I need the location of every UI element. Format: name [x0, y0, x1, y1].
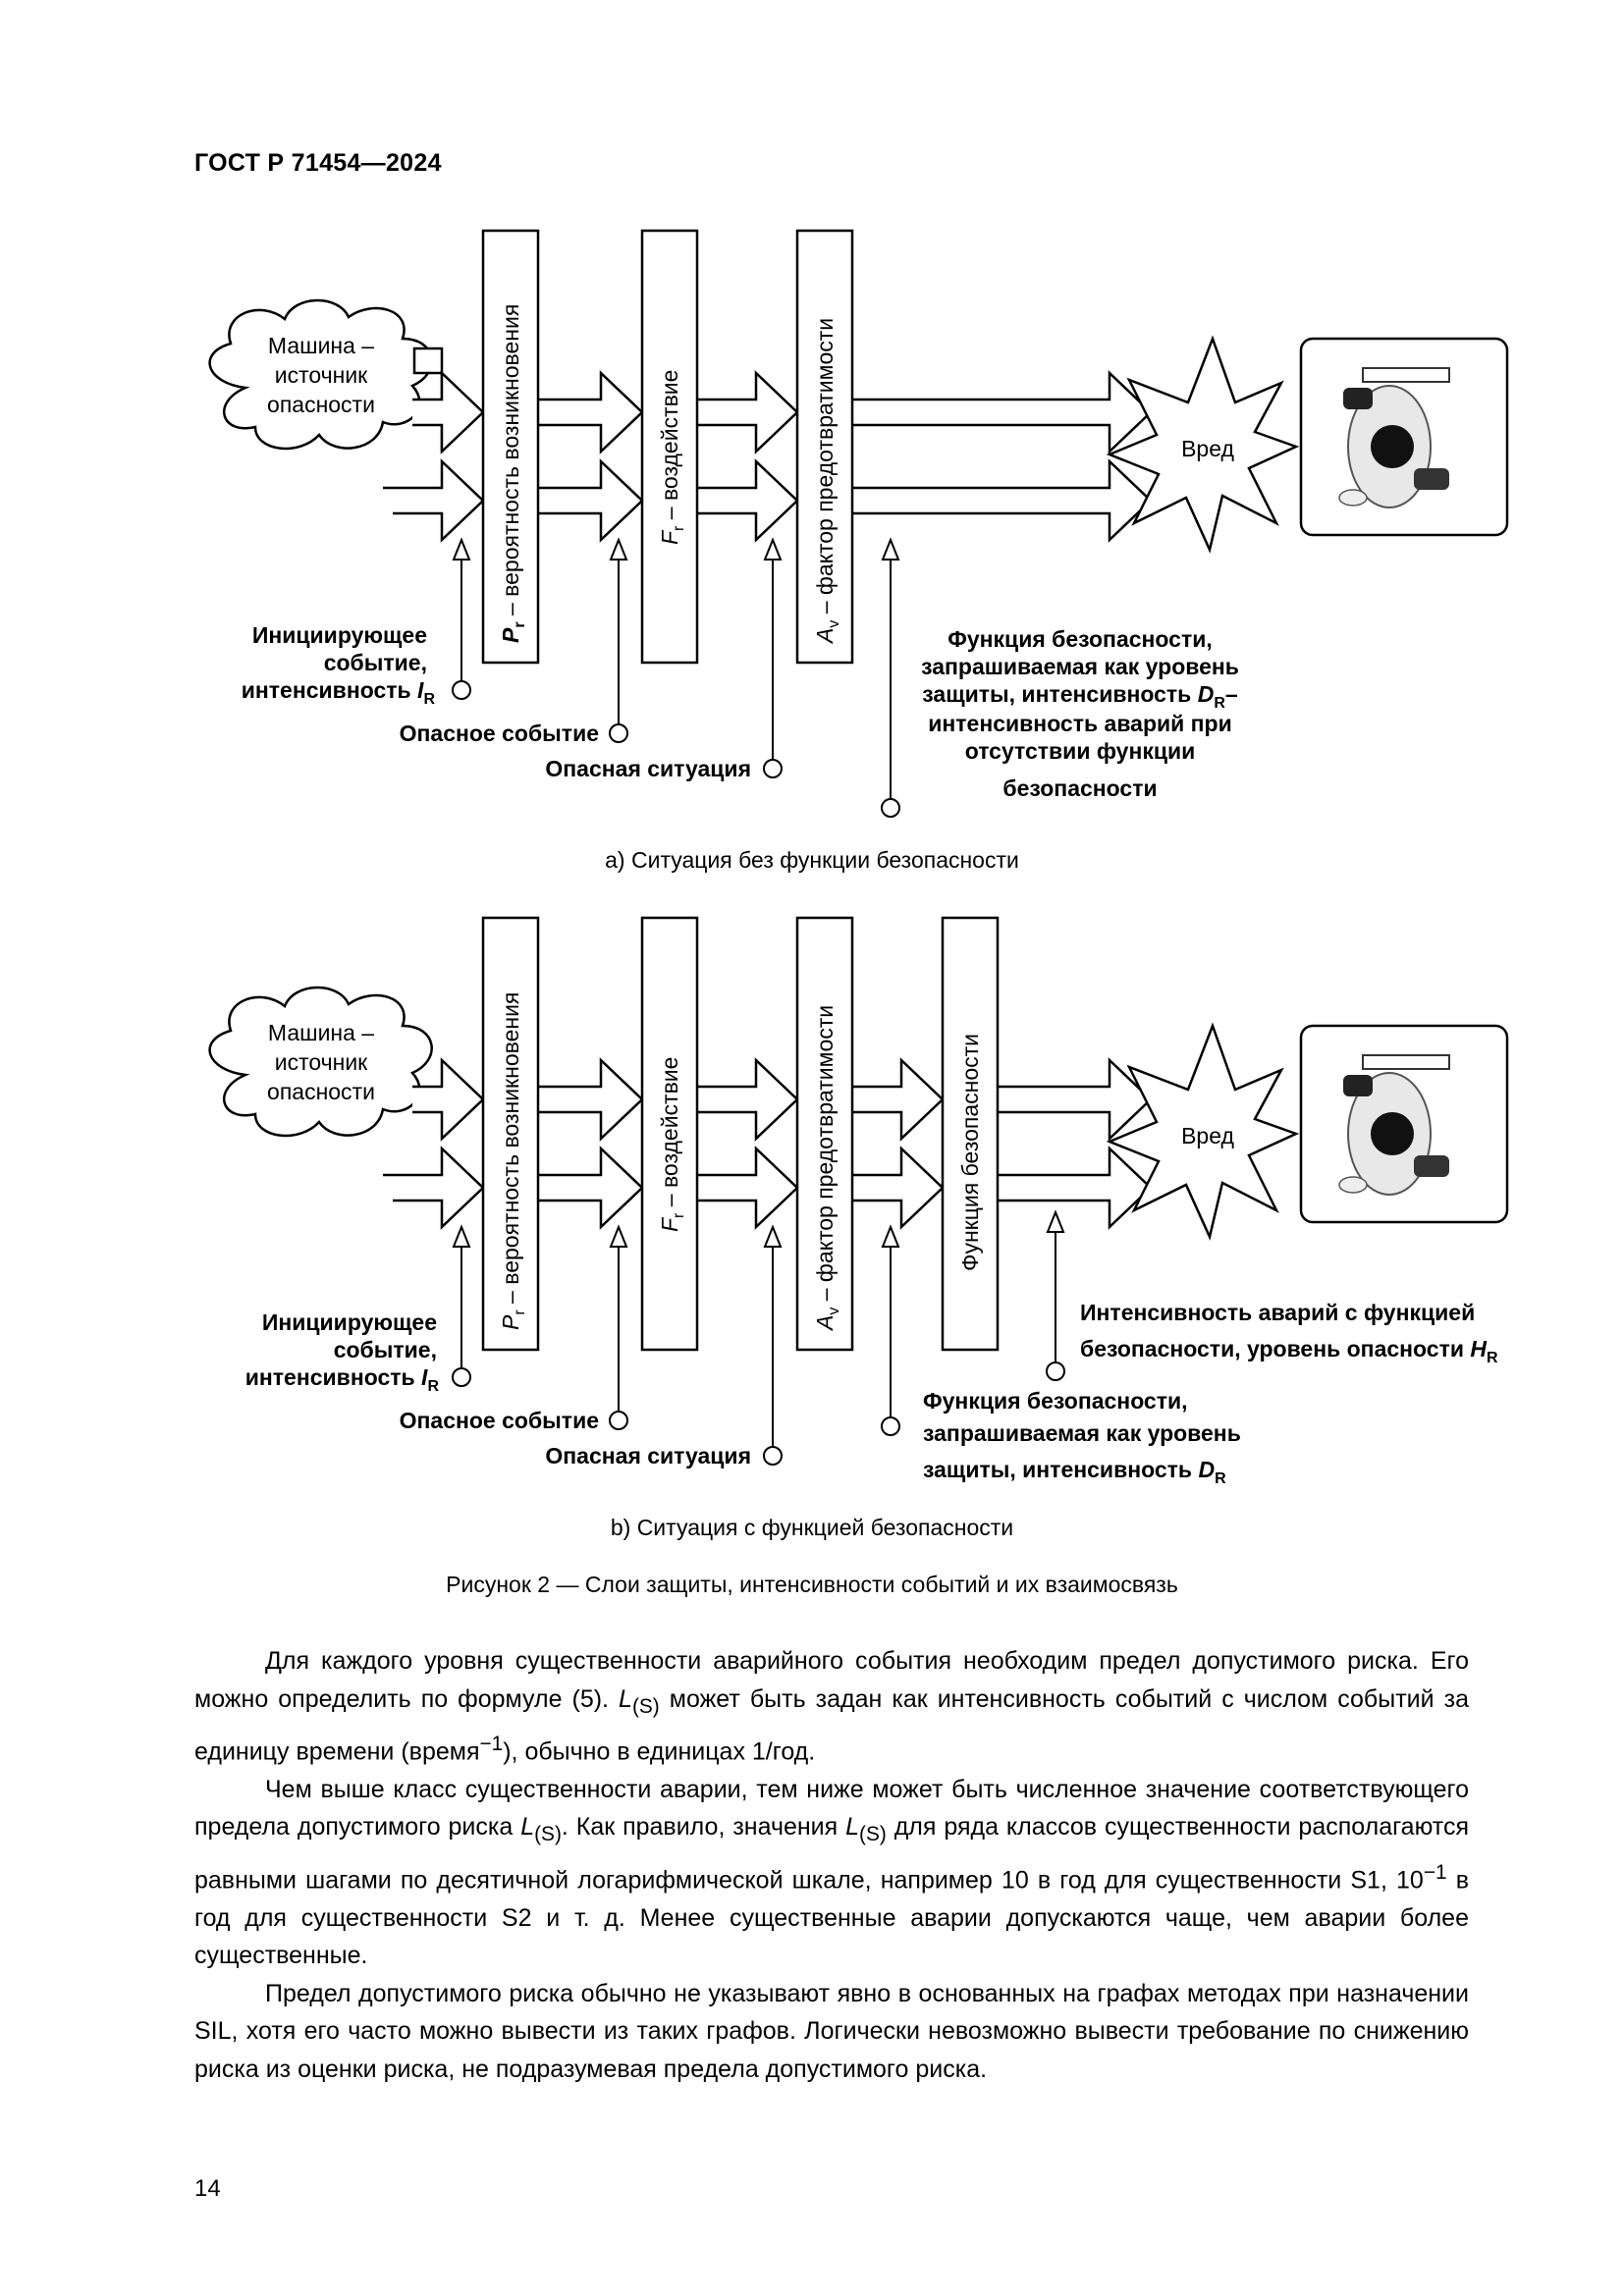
bar-avoidance [795, 916, 854, 1352]
machine-line3: опасности [267, 1079, 375, 1104]
bar-avoidance-label: Av – фактор предотвратимости [812, 318, 842, 645]
bar-safety-function-label: Функция безопасности [957, 1034, 983, 1271]
diagram-b: Машина – источник опасности Pr – вероятн… [208, 916, 1509, 1487]
harm-label: Вред [1181, 436, 1234, 461]
harm-star: Вред [1106, 335, 1300, 554]
machine-line2: источник [275, 362, 368, 388]
demand-line2: запрашиваемая как уровень [921, 654, 1239, 679]
machine-line1: Машина – [268, 1020, 374, 1045]
bar-exposure [640, 229, 699, 665]
initiating-line3: интенсивность IR [242, 677, 436, 708]
demand-line3: защиты, интенсивность DR– [922, 681, 1238, 712]
bar-probability-label: Pr – вероятность возникновения [498, 992, 528, 1330]
event-markers-a [452, 537, 900, 818]
demand-line2: запрашиваемая как уровень [923, 1420, 1241, 1446]
diagram-a: Машина – источник опасности Pr – вероятн… [208, 229, 1509, 818]
person-image [1299, 1024, 1509, 1224]
figure-caption: Рисунок 2 — Слои защиты, интенсивности с… [446, 1572, 1178, 1597]
demand-line6: безопасности [1002, 775, 1157, 801]
bar-probability [481, 916, 540, 1352]
paragraph-1: Для каждого уровня существенности аварий… [194, 1647, 1469, 1766]
demand-line3: защиты, интенсивность DR [923, 1457, 1226, 1487]
harm-label: Вред [1181, 1123, 1234, 1148]
bar-exposure [640, 916, 699, 1352]
caption-b: b) Ситуация с функцией безопасности [610, 1515, 1014, 1540]
bar-exposure-label: Fr – воздействие [657, 370, 687, 545]
machine-cloud: Машина – источник опасности [208, 986, 433, 1138]
bar-avoidance-label: Av – фактор предотвратимости [812, 1005, 842, 1332]
initiating-line3: интенсивность IR [245, 1364, 440, 1395]
initiating-line2: событие, [334, 1337, 437, 1362]
initiating-line2: событие, [324, 650, 427, 675]
machine-line1: Машина – [268, 333, 374, 358]
bar-avoidance [795, 229, 854, 665]
document-header: ГОСТ Р 71454—2024 [194, 149, 442, 177]
demand-line1: Функция безопасности, [923, 1388, 1188, 1414]
hazard-event-label: Опасное событие [400, 721, 599, 746]
demand-line4: интенсивность аварий при [928, 711, 1232, 736]
hazard-situation-label: Опасная ситуация [545, 756, 751, 781]
caption-a: а) Ситуация без функции безопасности [605, 847, 1019, 873]
page-number: 14 [194, 2175, 221, 2202]
accident-line1: Интенсивность аварий с функцией [1080, 1300, 1475, 1325]
demand-line1: Функция безопасности, [947, 626, 1213, 652]
body-text: Для каждого уровня существенности аварий… [194, 1642, 1469, 2088]
initiating-line1: Инициирующее [252, 622, 427, 648]
hazard-situation-label: Опасная ситуация [545, 1443, 751, 1468]
hazard-event-label: Опасное событие [400, 1408, 599, 1433]
event-markers-b [452, 1209, 1065, 1466]
bar-safety-function [941, 916, 1000, 1352]
machine-line2: источник [275, 1049, 368, 1075]
flow-arrows-b [383, 1057, 1153, 1230]
paragraph-2: Чем выше класс существенности аварии, те… [194, 1775, 1470, 1970]
person-image [1299, 337, 1509, 537]
machine-cloud: Машина – источник опасности [208, 298, 433, 451]
demand-line5: отсутствии функции [965, 738, 1196, 764]
machine-line3: опасности [267, 392, 375, 417]
bar-probability-label: Pr – вероятность возникновения [498, 304, 528, 643]
paragraph-3: Предел допустимого риска обычно не указы… [194, 1979, 1469, 2083]
bar-exposure-label: Fr – воздействие [657, 1057, 687, 1232]
bar-probability [481, 229, 540, 665]
initiating-line1: Инициирующее [262, 1309, 437, 1335]
harm-star: Вред [1106, 1022, 1300, 1241]
accident-line2: безопасности, уровень опасности HR [1080, 1336, 1498, 1366]
